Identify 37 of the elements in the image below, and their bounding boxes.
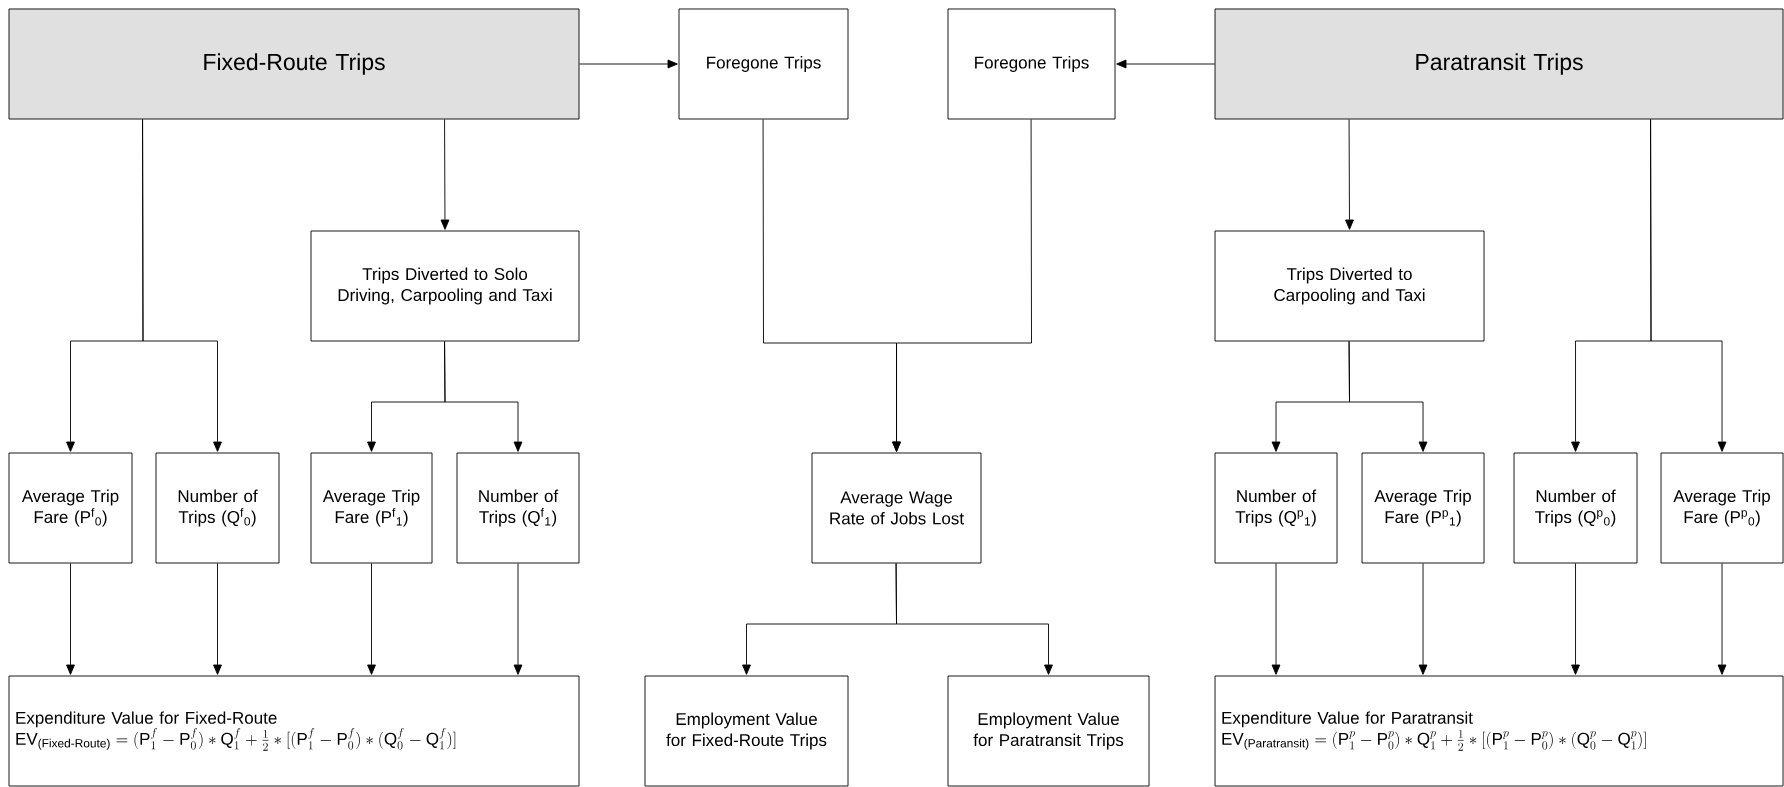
arrow [1418,563,1428,675]
arrow [367,563,376,675]
arrow [579,59,678,69]
process-box: Average Trip Fare (P$^{f}$$_{1}$) [310,452,433,564]
process-box: Average Trip Fare (P$^{f}$$_{0}$) [8,452,133,564]
arrow [1571,563,1580,675]
arrow [1116,59,1215,69]
process-box: Number of Trips (Q$^{p}$$_{0}$) [1513,452,1638,564]
process-box: Trips Diverted to Carpooling and Taxi [1214,230,1485,342]
arrow [66,563,75,675]
process-box: Average Trip Fare (P$^{p}$$_{0}$) [1660,452,1784,564]
process-box: Fixed-Route Trips [8,8,580,120]
arrow [513,563,523,675]
process-box: Number of Trips (Q$^{f}$$_{1}$) [456,452,580,564]
process-box: Trips Diverted to Solo Driving, Carpooling and Taxi [310,230,580,342]
arrow [444,341,523,452]
process-box: Number of Trips (Q$^{f}$$_{0}$) [155,452,280,564]
process-box: Foregone Trips [678,8,849,120]
arrow [1650,119,1727,452]
arrow [440,119,450,230]
arrow [895,563,1053,675]
process-box: Employment Value for Fixed-Route Trips [644,675,849,787]
process-box: Average Wage Rate of Jobs Lost [811,452,982,564]
arrow [142,119,222,452]
process-box: Employment Value for Paratransit Trips [947,675,1150,787]
process-box: Number of Trips (Q$^{p}$$_{1}$) [1214,452,1338,564]
formula-box: Expenditure Value for Paratransit $\mathrm{EV}_{\text{(Paratransit)}} = (\mathrm{P}^{p}_{1} - \mathrm{P}^{p}_{0}) * \mathrm{Q}^{p}_{1} + \tfrac{1}{2} * [(\mathrm{P}^{p}_{1} - \mathrm{P}^{p}_{0}) * (\mathrm{Q}^{p}_{0} - \mathrm{Q}^{p}_{1})]$ [1214,675,1784,787]
arrow [1348,341,1428,452]
formula-box: Expenditure Value for Fixed-Route $\mathrm{EV}_{\text{(Fixed-Route)}} = (\mathrm{P}^{f}_{1} - \mathrm{P}^{f}_{0}) * \mathrm{Q}^{f}_{1} + \tfrac{1}{2} * [(\mathrm{P}^{f}_{1} - \mathrm{P}^{f}_{0}) * (\mathrm{Q}^{f}_{0} - \mathrm{Q}^{f}_{1})]$ [8,675,580,787]
arrow [1717,563,1727,675]
arrow [1271,563,1281,675]
process-box: Paratransit Trips [1214,8,1784,120]
process-box: Average Trip Fare (P$^{p}$$_{1}$) [1361,452,1485,564]
arrow [213,563,222,675]
arrow [1345,119,1354,230]
process-box: Foregone Trips [947,8,1116,120]
arrow [892,119,1032,452]
